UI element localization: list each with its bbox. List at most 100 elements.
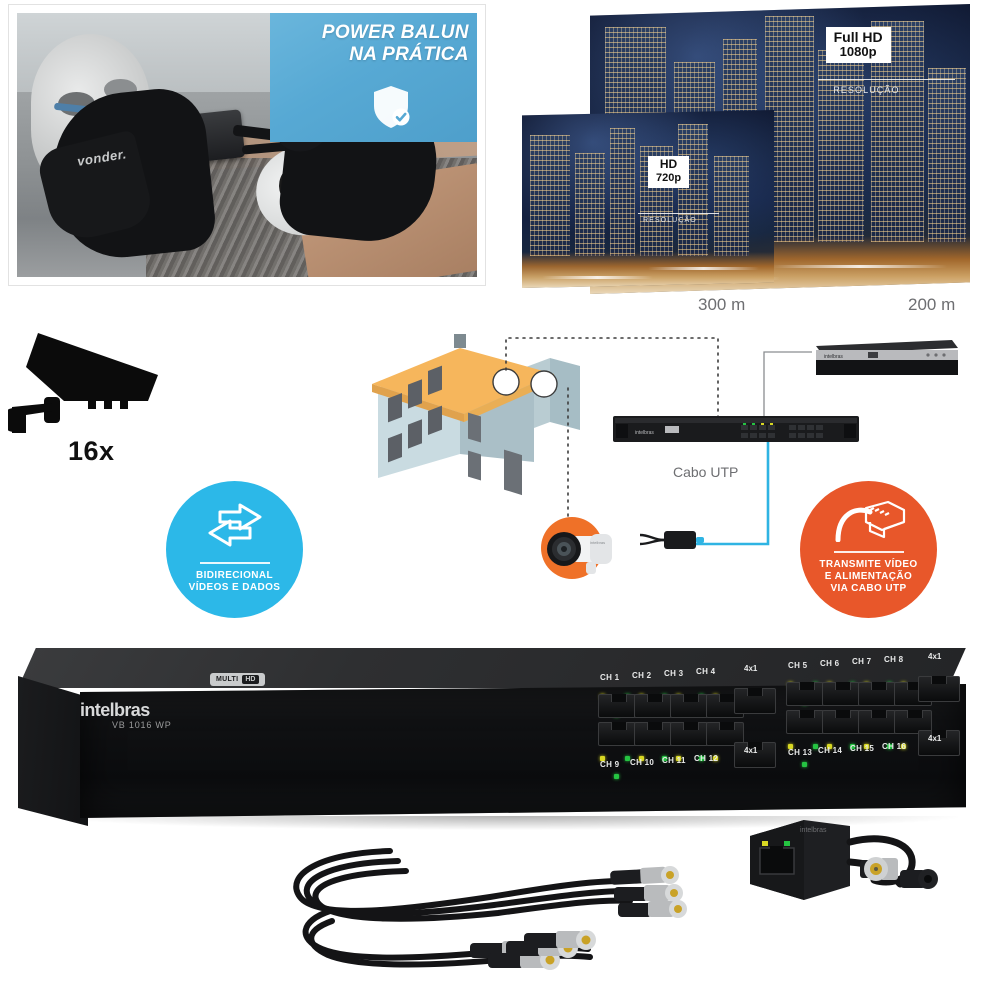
uplink-port-top[interactable] [918, 676, 960, 702]
house-icon [368, 322, 598, 502]
product-rack-unit: intelbras VB 1016 WP MULTI HD CH 1 CH 2 … [18, 648, 966, 830]
bullet-camera-icon: intelbras [528, 512, 648, 582]
channel-label-ch4: CH 4 [696, 667, 716, 676]
bnc-connector [524, 930, 596, 950]
building [818, 50, 864, 243]
uplink-label-top: 4x1 [744, 664, 758, 673]
resolution-comparison: Full HD 1080p RESOLUÇÃO HD 720p [500, 0, 1000, 330]
led-green [802, 762, 807, 767]
distance-label-300m: 300 m [698, 295, 746, 314]
overlay-title: POWER BALUN NA PRÁTICA [287, 22, 469, 66]
channel-label-ch1: CH 1 [600, 673, 620, 682]
uplink-bank-right: 4x1 4x1 [918, 652, 962, 774]
uplink-bank-left: 4x1 4x1 [734, 664, 778, 786]
rj45-cable-icon [830, 498, 908, 547]
led-yellow [863, 744, 869, 749]
building [574, 152, 606, 257]
rj45-port-ch9[interactable] [598, 722, 636, 746]
channel-label-ch13: CH 13 [788, 748, 813, 757]
resolution-caption: RESOLUÇÃO [642, 216, 697, 224]
rj45-row-top [598, 694, 744, 718]
shield-check-icon [371, 85, 411, 129]
uplink-label-bottom: 4x1 [744, 746, 758, 755]
port-bank-left: CH 1 CH 2 CH 3 CH 4 [598, 667, 744, 790]
overlay-panel: POWER BALUN NA PRÁTICA [270, 13, 477, 143]
rj45-port-ch2[interactable] [634, 694, 672, 718]
svg-text:intelbras: intelbras [635, 430, 654, 436]
multi-hd-prefix: MULTI [216, 676, 239, 683]
power-balun-photo-card: intelbras vonder. POWER BALUN NA PRÁTICA [8, 4, 486, 286]
rj45-port-ch14[interactable] [822, 710, 860, 734]
resolution-badge-full-hd: Full HD 1080p [825, 27, 891, 64]
uplink-port-bottom[interactable] [734, 742, 776, 768]
channel-label-ch11: CH 11 [662, 756, 686, 765]
uplink-label-top: 4x1 [928, 652, 942, 661]
channel-label-ch15: CH 15 [850, 744, 875, 753]
cctv-camera-icon [2, 315, 178, 440]
resolution-badge-hd: HD 720p [648, 156, 690, 188]
resolution-name: Full HD [833, 29, 883, 46]
bnc-connector [860, 857, 898, 881]
resolution-value: 1080p [839, 44, 877, 60]
dvr-icon: intelbras [808, 338, 960, 378]
port-leds-bottom [788, 736, 916, 772]
overlay-title-line2: NA PRÁTICA [349, 43, 469, 65]
building [610, 127, 636, 257]
channel-label-ch12: CH 12 [694, 754, 719, 763]
rj45-port-ch15[interactable] [858, 710, 896, 734]
port-bank-right: CH 5 CH 6 CH 7 CH 8 [786, 655, 932, 778]
badge-line2: VÍDEOS E DADOS [188, 582, 281, 593]
svg-text:intelbras: intelbras [590, 540, 605, 545]
road-light-trails [522, 252, 774, 288]
building [871, 21, 925, 243]
channel-label-ch3: CH 3 [664, 669, 684, 678]
led-green [887, 744, 893, 749]
led-yellow [638, 756, 644, 761]
rj45-row-top [786, 682, 932, 706]
rack-front-panel [80, 684, 966, 818]
diagram-connectors [505, 337, 812, 546]
led-yellow [788, 744, 793, 749]
rj45-port-ch3[interactable] [670, 694, 708, 718]
channel-label-ch8: CH 8 [884, 655, 904, 664]
rj45-port-ch12[interactable] [706, 722, 744, 746]
power-balun-unit: intelbras [742, 812, 957, 917]
city-photo [522, 110, 774, 288]
rj45-row-bottom [598, 722, 744, 746]
rack-left-side [18, 676, 88, 826]
rj45-port-ch11[interactable] [670, 722, 708, 746]
resolution-rule [637, 213, 719, 215]
rj45-port-ch5[interactable] [786, 682, 824, 706]
screen-hd: HD 720p RESOLUÇÃO [522, 110, 774, 288]
rj45-port-ch10[interactable] [634, 722, 672, 746]
building [713, 156, 750, 256]
led-green [614, 774, 619, 779]
bnc-connector [618, 900, 687, 918]
building [529, 134, 571, 256]
badge-bidirecional: BIDIRECIONAL VÍDEOS E DADOS [166, 481, 303, 618]
building [928, 67, 967, 242]
rj45-port-ch7[interactable] [858, 682, 896, 706]
led-yellow [900, 744, 906, 749]
building [678, 124, 709, 256]
led-green [699, 756, 705, 761]
uplink-port-bottom[interactable] [918, 730, 960, 756]
rj45-port-ch6[interactable] [822, 682, 860, 706]
dc-power-connector [900, 869, 938, 889]
resolution-rule [818, 79, 955, 81]
led-yellow [712, 756, 718, 761]
uplink-port-top[interactable] [734, 688, 776, 714]
light-streak [772, 264, 948, 268]
rj45-port-ch13[interactable] [786, 710, 824, 734]
led-yellow [675, 756, 681, 761]
photo-image: intelbras vonder. POWER BALUN NA PRÁTICA [17, 13, 477, 277]
model-label: VB 1016 WP [112, 720, 172, 730]
rj45-row-bottom [786, 710, 932, 734]
led-green [850, 744, 856, 749]
led-yellow [600, 756, 605, 761]
uplink-label-bottom: 4x1 [928, 734, 942, 743]
badge-line1: BIDIRECIONAL [195, 570, 274, 581]
bidirectional-arrows-icon [204, 501, 266, 554]
rj45-port-ch1[interactable] [598, 694, 636, 718]
brand-logo: intelbras [80, 700, 150, 720]
